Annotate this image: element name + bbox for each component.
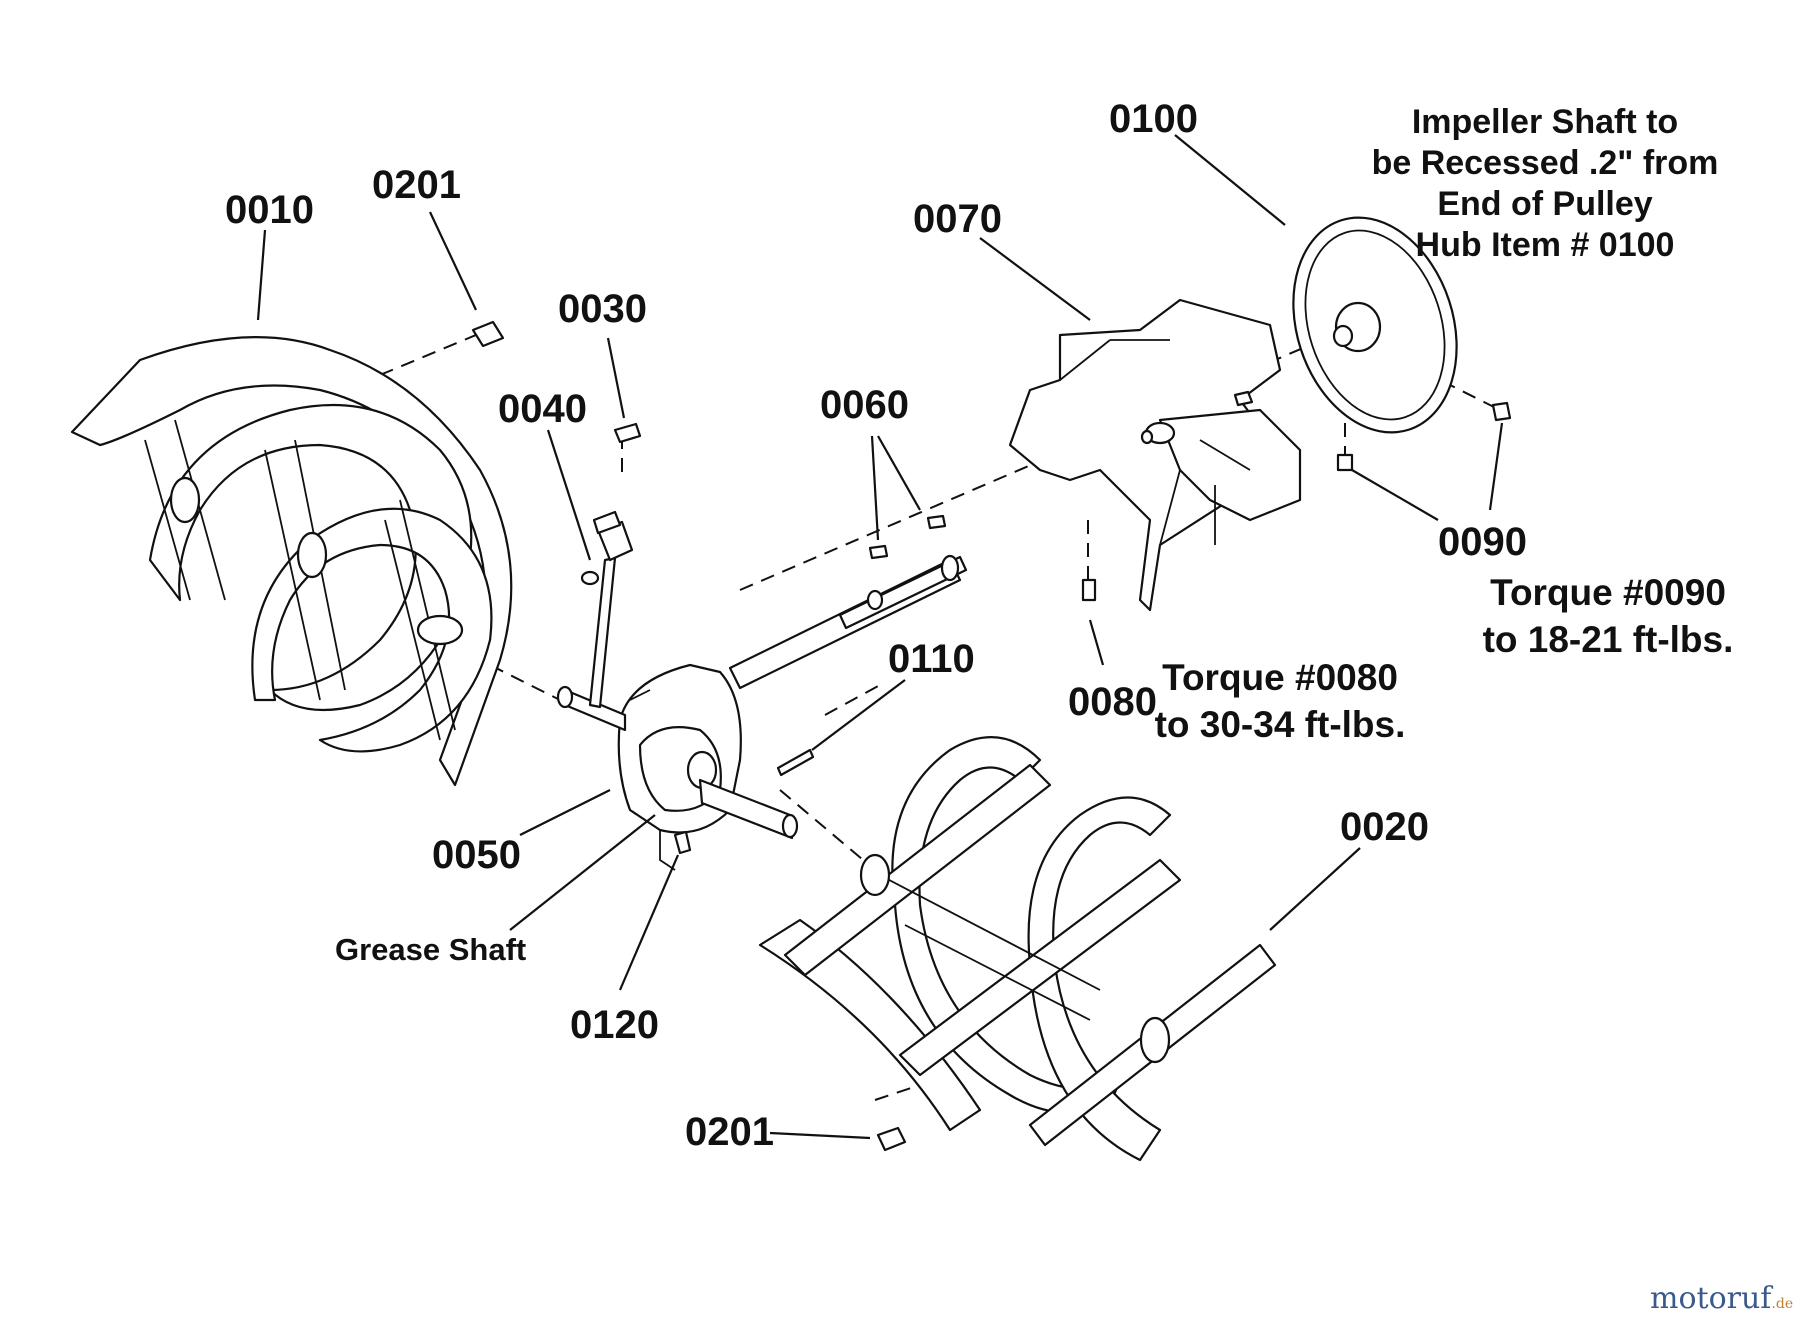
axis-line-right-auger xyxy=(779,789,876,871)
gearbox-0050 xyxy=(556,663,799,871)
label-0070: 0070 xyxy=(913,197,1002,241)
grease-fitting-arm xyxy=(580,422,642,709)
screw-0090-b xyxy=(1491,401,1512,422)
small-hardware xyxy=(471,320,1512,1152)
note-torque-0080: Torque #0080 to 30-34 ft-lbs. xyxy=(1155,657,1406,745)
note-torque-0090-line-1: Torque #0090 xyxy=(1490,572,1726,613)
left-auger-0010 xyxy=(70,336,513,787)
label-0110: 0110 xyxy=(888,637,975,681)
label-0010: 0010 xyxy=(225,188,314,232)
watermark-logo: motoruf.de xyxy=(1650,1281,1793,1316)
note-impeller-line-4: Hub Item # 0100 xyxy=(1416,226,1675,264)
note-grease-shaft: Grease Shaft xyxy=(335,932,526,967)
axis-line-0201-top xyxy=(379,329,489,376)
note-torque-0080-line-2: to 30-34 ft-lbs. xyxy=(1155,704,1406,745)
note-impeller-recess: Impeller Shaft to be Recessed .2" from E… xyxy=(1372,103,1719,264)
note-torque-0080-line-1: Torque #0080 xyxy=(1162,657,1398,698)
right-auger-0020 xyxy=(758,736,1277,1162)
axis-line-0110 xyxy=(824,684,881,716)
label-0030: 0030 xyxy=(558,287,647,331)
label-0090: 0090 xyxy=(1438,520,1527,564)
shear-bolt-0201-bottom xyxy=(876,1126,907,1152)
note-torque-0090-line-2: to 18-21 ft-lbs. xyxy=(1483,619,1734,660)
label-0020: 0020 xyxy=(1340,805,1429,849)
label-0201-bottom: 0201 xyxy=(685,1110,774,1154)
note-impeller-line-2: be Recessed .2" from xyxy=(1372,144,1719,182)
screw-0090-a xyxy=(1336,453,1354,472)
label-0201-top: 0201 xyxy=(372,163,461,207)
note-torque-0090: Torque #0090 to 18-21 ft-lbs. xyxy=(1483,572,1734,660)
pulley-0100 xyxy=(1292,216,1458,434)
label-0080: 0080 xyxy=(1068,680,1157,724)
shear-bolt-0201-top xyxy=(471,320,505,348)
bolt-0080 xyxy=(1081,578,1097,602)
note-impeller-line-1: Impeller Shaft to xyxy=(1412,103,1678,141)
axis-line-left-auger xyxy=(469,654,561,701)
label-0100: 0100 xyxy=(1109,97,1198,141)
watermark: motoruf.de xyxy=(1650,1281,1793,1316)
label-0120: 0120 xyxy=(570,1003,659,1047)
impeller-0070 xyxy=(1008,298,1302,612)
label-0050: 0050 xyxy=(432,833,521,877)
note-impeller-line-3: End of Pulley xyxy=(1437,185,1652,223)
label-0040: 0040 xyxy=(498,387,587,431)
pin-0110 xyxy=(776,748,815,777)
pin-0120 xyxy=(673,830,692,855)
leader-lines xyxy=(256,134,1504,1140)
key-0060-a xyxy=(868,544,889,560)
impeller-shaft xyxy=(728,554,968,690)
key-0060-b xyxy=(926,514,947,530)
label-0060: 0060 xyxy=(820,383,909,427)
